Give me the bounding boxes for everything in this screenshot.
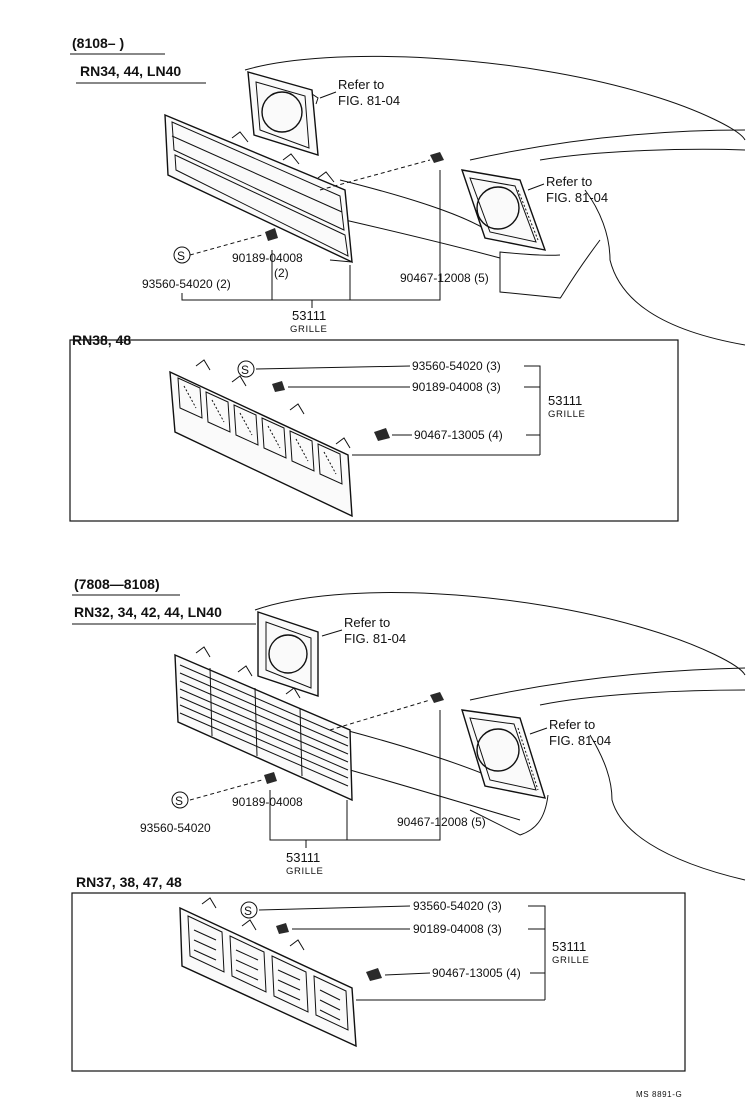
screw-symbol-box-2: S — [240, 901, 258, 919]
clip-label-box-2: 90467-13005 (4) — [432, 966, 521, 980]
refer-label-line2-top-right: FIG. 81-04 — [546, 190, 608, 205]
section-top: (8108– ) RN34, 44, LN40 Refer to FIG. 81… — [70, 35, 746, 346]
nut-icon-bottom — [264, 772, 277, 784]
fender-line-top — [469, 129, 746, 161]
svg-text:S: S — [177, 249, 185, 263]
box-2: RN37, 38, 47, 48 — [71, 874, 686, 1072]
screw-symbol-bottom: S — [171, 791, 189, 809]
screw-label-bottom: 93560-54020 — [140, 821, 211, 835]
models-bottom: RN32, 34, 42, 44, LN40 — [74, 604, 222, 620]
svg-text:S: S — [244, 904, 252, 918]
svg-text:S: S — [241, 363, 249, 377]
nut-label-box-1: 90189-04008 (3) — [412, 380, 501, 394]
nut-icon-box-1 — [272, 381, 285, 392]
nut-label-bottom: 90189-04008 — [232, 795, 303, 809]
grille-bottom-illustration — [174, 646, 353, 802]
leader-screw-top — [189, 234, 263, 256]
refer-label-line2-bottom-left: FIG. 81-04 — [344, 631, 406, 646]
headlamp-bezel-left-bottom — [257, 611, 319, 697]
refer-label-line2-top-left: FIG. 81-04 — [338, 93, 400, 108]
headlamp-bezel-right-top — [460, 169, 547, 251]
nut-qty-top: (2) — [274, 266, 289, 280]
box-1: RN38, 48 — [69, 332, 679, 522]
clip-label-box-1: 90467-13005 (4) — [414, 428, 503, 442]
grille-top-illustration — [164, 113, 353, 264]
nut-icon-box-2 — [276, 923, 289, 934]
grille-number-box-1: 53111 — [548, 393, 582, 408]
headlamp-bezel-right-bottom — [461, 709, 547, 799]
fender-curve-top — [584, 189, 746, 346]
hood-outline-top — [244, 55, 746, 141]
bumper-corner-top — [499, 239, 601, 299]
grille-name-bottom: GRILLE — [286, 866, 323, 877]
section-bottom: (7808—8108) RN32, 34, 42, 44, LN40 Refer… — [72, 576, 746, 881]
screw-label-top: 93560-54020 (2) — [142, 277, 231, 291]
headlamp-bezel-left-top — [247, 71, 319, 156]
refer-label-line2-bottom-right: FIG. 81-04 — [549, 733, 611, 748]
screw-label-box-1: 93560-54020 (3) — [412, 359, 501, 373]
nut-label-box-2: 90189-04008 (3) — [413, 922, 502, 936]
grille-name-box-1: GRILLE — [548, 409, 585, 420]
nut-icon-top — [265, 228, 278, 241]
nut-label-top: 90189-04008 — [232, 251, 303, 265]
grille-number-bottom: 53111 — [286, 850, 320, 865]
screw-symbol-box-1: S — [237, 360, 255, 378]
grille-box-2-illustration — [179, 897, 357, 1048]
clip-icon-top — [430, 152, 444, 163]
refer-label-line1-top-left: Refer to — [338, 77, 384, 92]
grille-name-box-2: GRILLE — [552, 955, 589, 966]
fender-line-top-2 — [539, 148, 746, 161]
date-range-bottom: (7808—8108) — [74, 576, 160, 592]
svg-text:S: S — [175, 794, 183, 808]
models-box-2: RN37, 38, 47, 48 — [76, 874, 182, 890]
date-range-top: (8108– ) — [72, 35, 124, 51]
models-top: RN34, 44, LN40 — [80, 63, 181, 79]
bracket-box-1 — [524, 365, 541, 455]
grille-box-1-illustration — [169, 359, 353, 518]
leader-clip-top — [319, 159, 431, 191]
footer-code: MS 8891-G — [636, 1090, 682, 1099]
screw-label-box-2: 93560-54020 (3) — [413, 899, 502, 913]
refer-label-line1-bottom-right: Refer to — [549, 717, 595, 732]
bracket-top — [181, 170, 441, 301]
body-line-top-2 — [344, 219, 501, 259]
clip-icon-bottom — [430, 692, 444, 703]
clip-icon-box-1 — [374, 428, 390, 441]
screw-symbol-top: S — [173, 246, 191, 264]
grille-name-top: GRILLE — [290, 324, 327, 335]
refer-label-line1-top-right: Refer to — [546, 174, 592, 189]
grille-number-top: 53111 — [292, 308, 326, 323]
box-1-frame — [69, 339, 679, 522]
clip-label-top: 90467-12008 (5) — [400, 271, 489, 285]
clip-label-bottom: 90467-12008 (5) — [397, 815, 486, 829]
grille-number-box-2: 53111 — [552, 939, 586, 954]
clip-icon-box-2 — [366, 968, 382, 981]
refer-label-line1-bottom-left: Refer to — [344, 615, 390, 630]
